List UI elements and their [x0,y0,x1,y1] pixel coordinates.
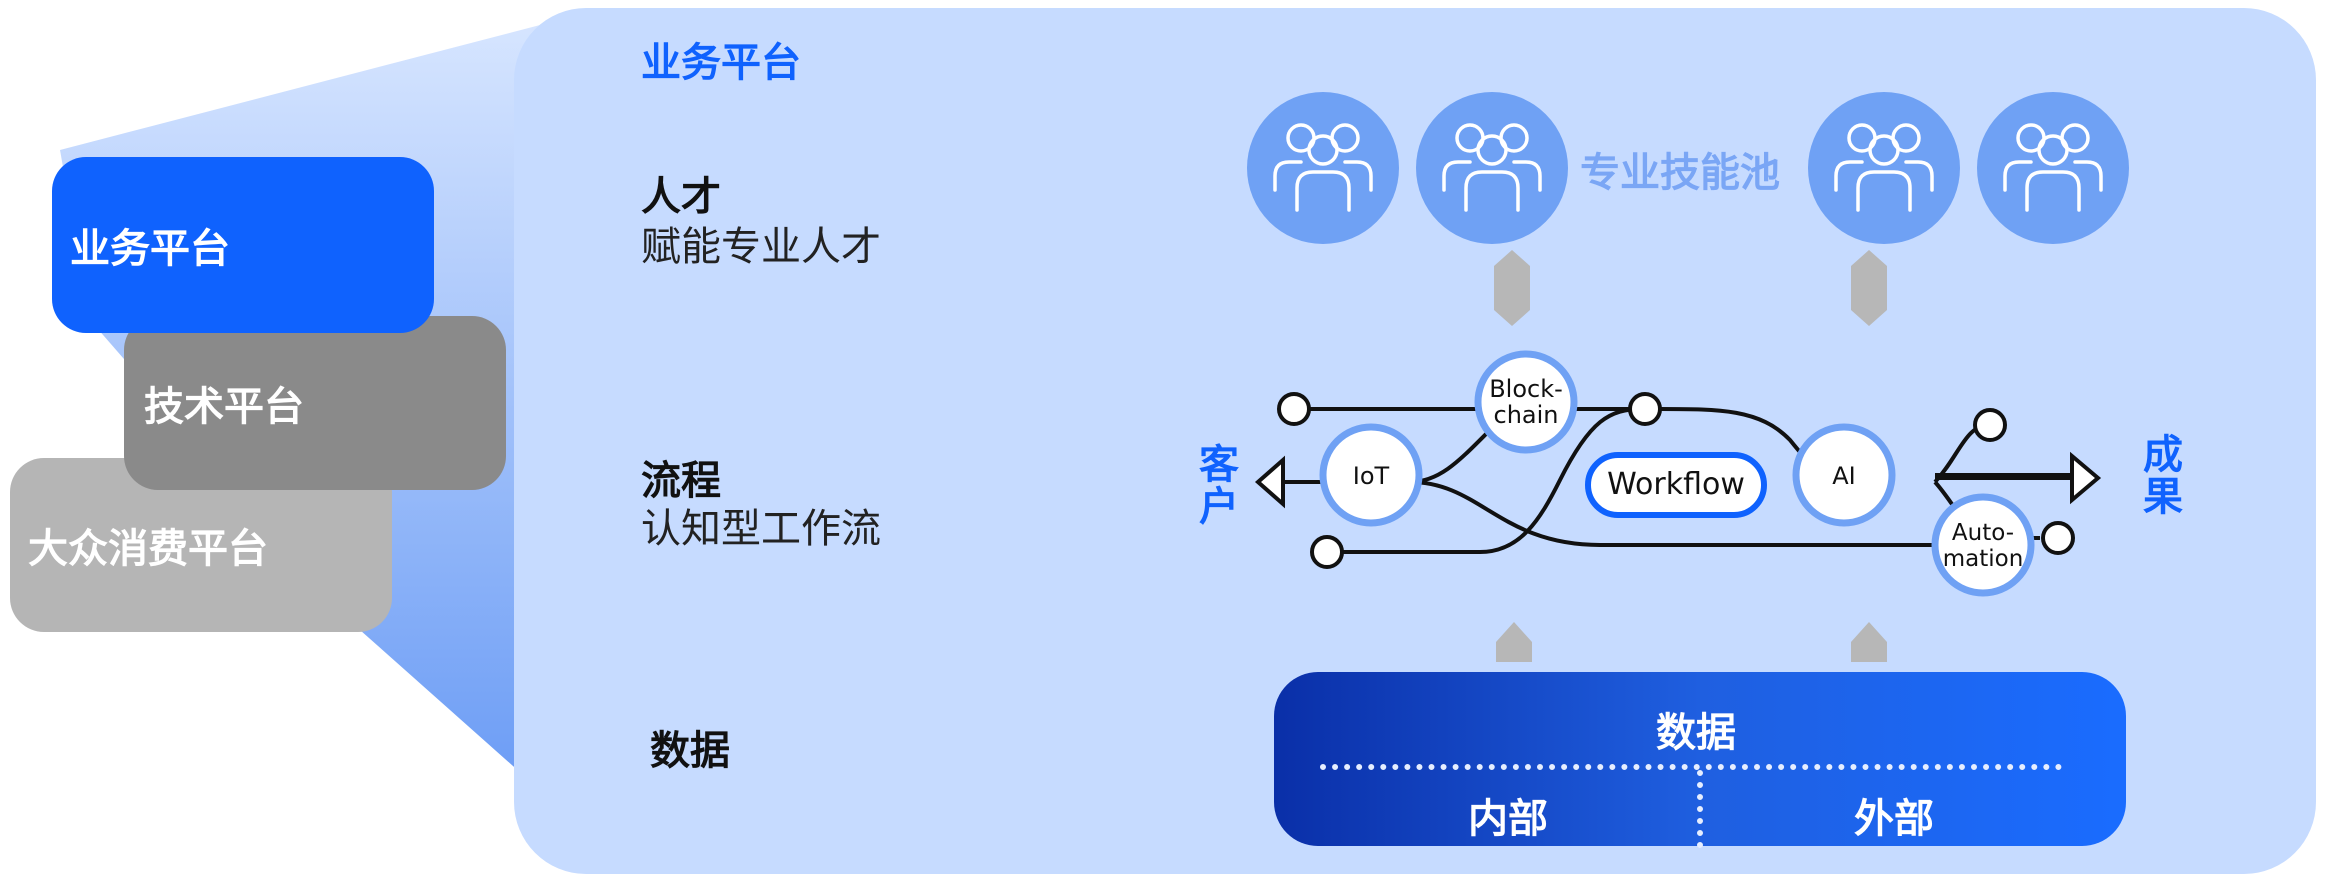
data-divider-horizontal [1320,764,2062,770]
business-platform-label: 业务平台 [70,226,230,272]
talent-link-left [1494,250,1530,326]
terminal-node [1973,408,2007,442]
people-group-icon [1977,92,2129,244]
blockchain-label-2: chain [1494,401,1559,429]
terminals [1277,392,2075,569]
workflow-pill: Workflow [1585,452,1767,518]
blockchain-label-1: Block- [1489,375,1563,403]
terminal-node [1628,392,1662,426]
talent-link-right [1851,250,1887,326]
workflow-label: Workflow [1607,467,1745,502]
automation-label-2: mation [1943,546,2024,572]
automation-node: Auto- mation [1931,493,2035,597]
terminal-node [1277,392,1311,426]
data-link-right [1851,622,1887,662]
ai-node: AI [1792,423,1896,527]
technology-platform-card: 技术平台 [124,316,506,490]
talent-pool [1247,92,2129,244]
talent-subtitle: 赋能专业人才 [641,224,881,270]
talent-heading: 人才 [641,174,721,220]
people-group-icon [1808,92,1960,244]
data-external-label: 外部 [1854,796,1934,842]
customer-label: 客户 [1192,443,1238,527]
terminal-node [2041,521,2075,555]
business-platform-card: 业务平台 [52,157,434,333]
blockchain-node: Block- chain [1474,350,1578,454]
customer-arrow [1254,455,1330,509]
panel-title: 业务平台 [641,40,801,86]
data-box-title: 数据 [1656,710,1736,756]
automation-label-1: Auto- [1952,520,2014,546]
data-internal-label: 内部 [1468,796,1548,842]
ai-label: AI [1832,462,1856,490]
outcome-arrow [1935,451,2102,505]
iot-node: IoT [1319,423,1423,527]
people-group-icon [1247,92,1399,244]
data-heading: 数据 [650,728,730,774]
data-link-left [1496,622,1532,662]
connectors [1494,250,1887,662]
outcome-label: 成果 [2136,433,2182,517]
process-subtitle: 认知型工作流 [641,506,881,552]
data-divider-vertical [1697,770,1703,848]
people-group-icon [1416,92,1568,244]
consumer-platform-label: 大众消费平台 [28,526,268,572]
process-heading: 流程 [641,458,721,504]
talent-pool-label: 专业技能池 [1580,150,1780,196]
terminal-node [1310,535,1344,569]
technology-platform-label: 技术平台 [144,384,304,430]
iot-label: IoT [1353,462,1390,490]
